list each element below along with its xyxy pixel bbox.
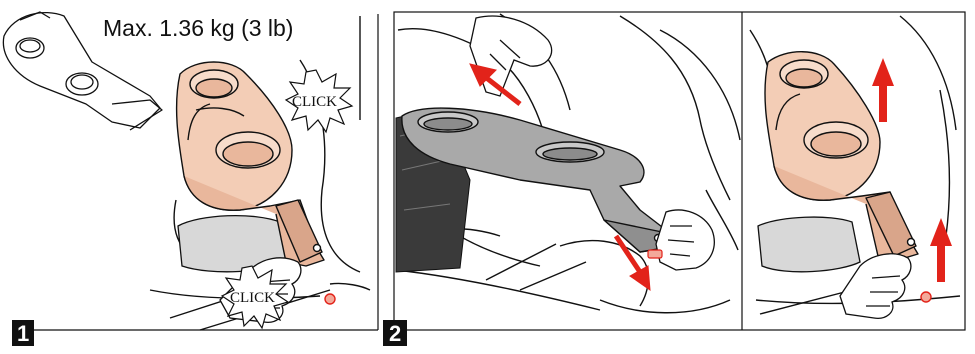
release-button-red (648, 250, 662, 258)
click-label-bottom: CLICK (230, 290, 275, 306)
panel-2a-removal (396, 14, 740, 313)
release-button-red-right (921, 292, 931, 302)
click-label-top: CLICK (292, 94, 337, 110)
step-1-badge: 1 (12, 320, 34, 346)
red-arrow-diagonal-icon (470, 64, 520, 104)
step-2-badge: 2 (383, 320, 407, 346)
seat-cushion-right (758, 217, 860, 272)
hand-bottom (656, 210, 714, 270)
release-button-red (325, 294, 335, 304)
red-arrow-up-icon (872, 58, 894, 122)
weight-label: Max. 1.36 kg (3 lb) (103, 15, 293, 41)
red-arrow-up-icon-lower (930, 218, 952, 282)
click-burst-top: CLICK (286, 70, 352, 132)
step-2-number: 2 (389, 321, 401, 346)
panel-2b-lifting (750, 16, 960, 318)
step-1-number: 1 (17, 321, 29, 346)
panel-1: Max. 1.36 kg (3 lb) (3, 12, 378, 346)
panel-2: 2 (383, 12, 965, 346)
